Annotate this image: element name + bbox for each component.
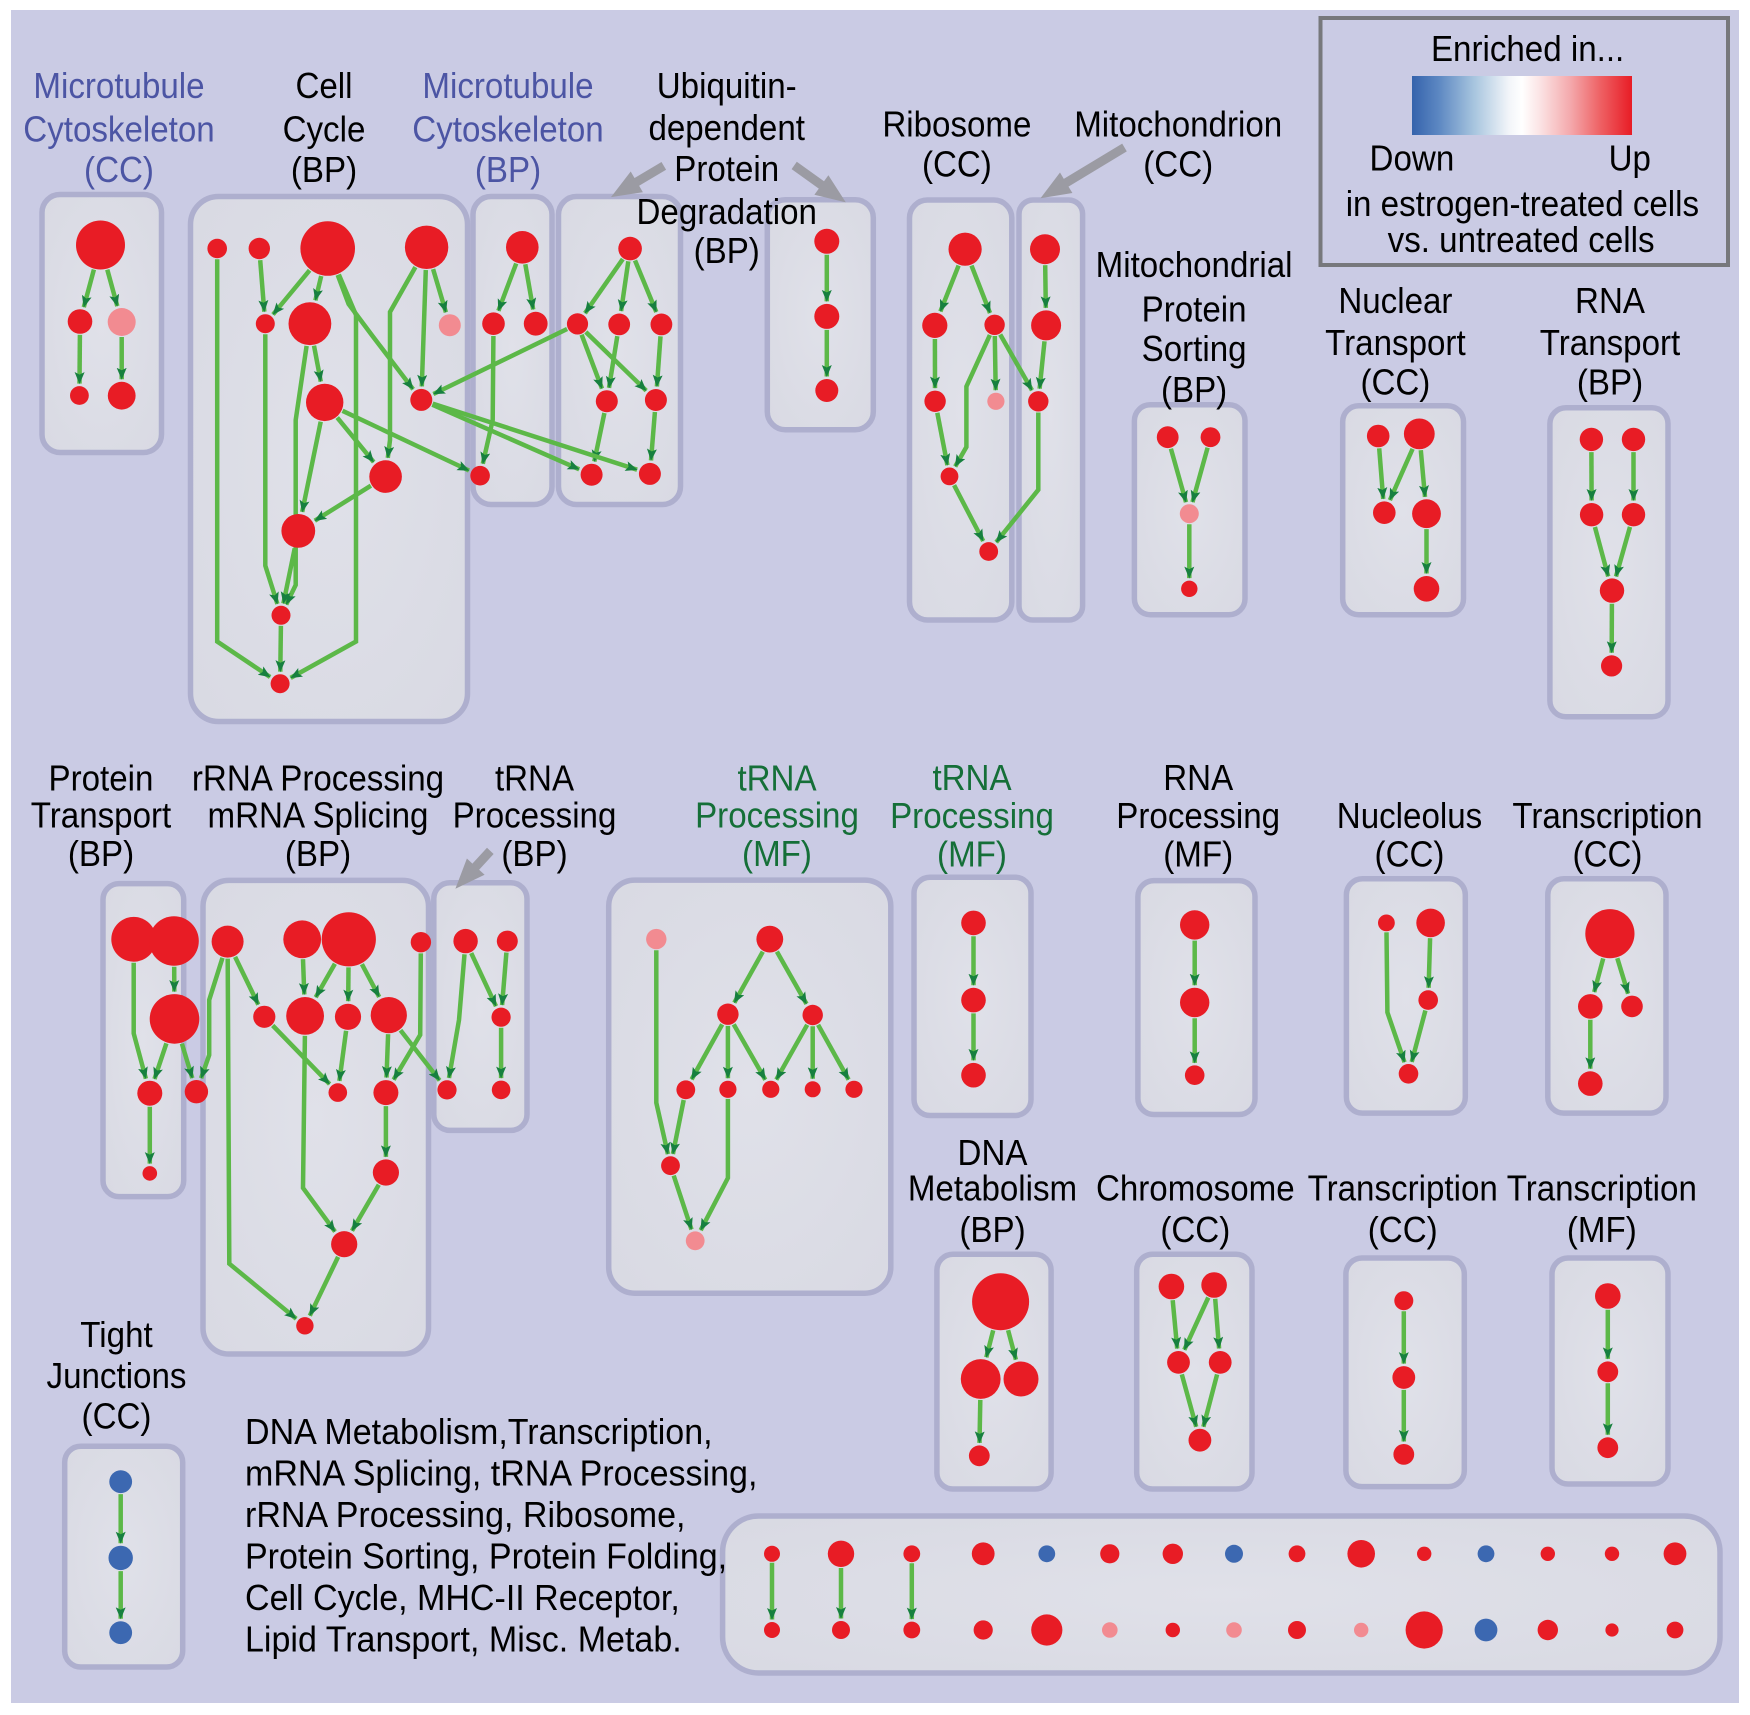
svg-text:(CC): (CC) — [82, 1395, 152, 1436]
svg-text:Cell Cycle, MHC-II Receptor,: Cell Cycle, MHC-II Receptor, — [245, 1577, 680, 1618]
svg-text:Degradation: Degradation — [637, 191, 817, 232]
svg-text:Transport: Transport — [31, 795, 172, 836]
svg-text:Processing: Processing — [453, 795, 617, 836]
svg-text:dependent: dependent — [648, 107, 805, 148]
svg-text:Up: Up — [1609, 138, 1651, 179]
svg-text:tRNA: tRNA — [737, 757, 816, 798]
svg-text:Microtubule: Microtubule — [422, 65, 593, 106]
svg-text:(BP): (BP) — [285, 833, 351, 874]
svg-text:(CC): (CC) — [1360, 362, 1430, 403]
svg-text:Mitochondrion: Mitochondrion — [1074, 104, 1282, 145]
svg-text:Processing: Processing — [890, 795, 1054, 836]
svg-text:(BP): (BP) — [68, 833, 134, 874]
svg-text:(CC): (CC) — [84, 149, 154, 190]
svg-text:(BP): (BP) — [475, 149, 541, 190]
svg-text:Metabolism: Metabolism — [908, 1167, 1077, 1208]
svg-text:Protein Sorting, Protein Foldi: Protein Sorting, Protein Folding, — [245, 1536, 727, 1577]
svg-text:(CC): (CC) — [1143, 144, 1213, 185]
svg-text:Mitochondrial: Mitochondrial — [1096, 244, 1293, 285]
svg-text:Microtubule: Microtubule — [33, 65, 204, 106]
svg-text:(MF): (MF) — [937, 834, 1007, 875]
svg-text:tRNA: tRNA — [495, 757, 574, 798]
svg-text:Protein: Protein — [1142, 289, 1247, 330]
svg-text:vs. untreated cells: vs. untreated cells — [1388, 219, 1655, 260]
svg-text:Processing: Processing — [695, 795, 859, 836]
svg-text:mRNA Splicing: mRNA Splicing — [208, 795, 429, 836]
svg-text:(BP): (BP) — [694, 230, 760, 271]
svg-text:(CC): (CC) — [1375, 834, 1445, 875]
svg-text:(MF): (MF) — [1163, 834, 1233, 875]
svg-text:Tight: Tight — [80, 1314, 152, 1355]
svg-text:rRNA Processing, Ribosome,: rRNA Processing, Ribosome, — [245, 1494, 686, 1535]
svg-text:RNA: RNA — [1163, 757, 1233, 798]
svg-text:(BP): (BP) — [1161, 369, 1227, 410]
svg-text:Transcription: Transcription — [1512, 795, 1702, 836]
svg-text:Nucleolus: Nucleolus — [1337, 795, 1482, 836]
svg-text:(MF): (MF) — [1567, 1209, 1637, 1250]
svg-text:(CC): (CC) — [1160, 1209, 1230, 1250]
svg-text:rRNA Processing: rRNA Processing — [192, 757, 444, 798]
svg-text:Nuclear: Nuclear — [1338, 280, 1452, 321]
svg-text:Transcription: Transcription — [1308, 1167, 1498, 1208]
svg-text:(CC): (CC) — [1368, 1209, 1438, 1250]
svg-text:Ribosome: Ribosome — [882, 104, 1031, 145]
svg-text:RNA: RNA — [1575, 280, 1645, 321]
svg-text:Cytoskeleton: Cytoskeleton — [23, 109, 214, 150]
svg-text:Down: Down — [1370, 138, 1455, 179]
svg-text:Protein: Protein — [49, 757, 154, 798]
svg-text:Transport: Transport — [1540, 322, 1681, 363]
svg-text:(CC): (CC) — [1573, 834, 1643, 875]
svg-text:Cell: Cell — [295, 65, 352, 106]
svg-text:(BP): (BP) — [1577, 362, 1643, 403]
svg-text:Chromosome: Chromosome — [1096, 1167, 1295, 1208]
svg-text:Sorting: Sorting — [1142, 328, 1247, 369]
svg-text:Cycle: Cycle — [283, 109, 366, 150]
svg-text:Ubiquitin-: Ubiquitin- — [657, 65, 797, 106]
svg-text:(BP): (BP) — [291, 149, 357, 190]
svg-text:DNA Metabolism,Transcription,: DNA Metabolism,Transcription, — [245, 1411, 713, 1452]
svg-text:(CC): (CC) — [922, 144, 992, 185]
svg-text:Protein: Protein — [674, 148, 779, 189]
svg-text:(BP): (BP) — [959, 1209, 1025, 1250]
svg-text:in estrogen-treated cells: in estrogen-treated cells — [1346, 183, 1699, 224]
svg-text:Transport: Transport — [1325, 322, 1466, 363]
svg-text:tRNA: tRNA — [932, 757, 1011, 798]
svg-text:Processing: Processing — [1116, 795, 1280, 836]
svg-text:Transcription: Transcription — [1507, 1167, 1697, 1208]
svg-text:Enriched in...: Enriched in... — [1431, 28, 1624, 69]
svg-text:Junctions: Junctions — [47, 1355, 187, 1396]
svg-text:mRNA Splicing, tRNA Processing: mRNA Splicing, tRNA Processing, — [245, 1453, 757, 1494]
svg-text:Cytoskeleton: Cytoskeleton — [412, 109, 603, 150]
svg-text:(BP): (BP) — [501, 833, 567, 874]
svg-text:Lipid Transport, Misc. Metab.: Lipid Transport, Misc. Metab. — [245, 1619, 682, 1660]
svg-text:DNA: DNA — [958, 1132, 1028, 1173]
svg-text:(MF): (MF) — [742, 833, 812, 874]
